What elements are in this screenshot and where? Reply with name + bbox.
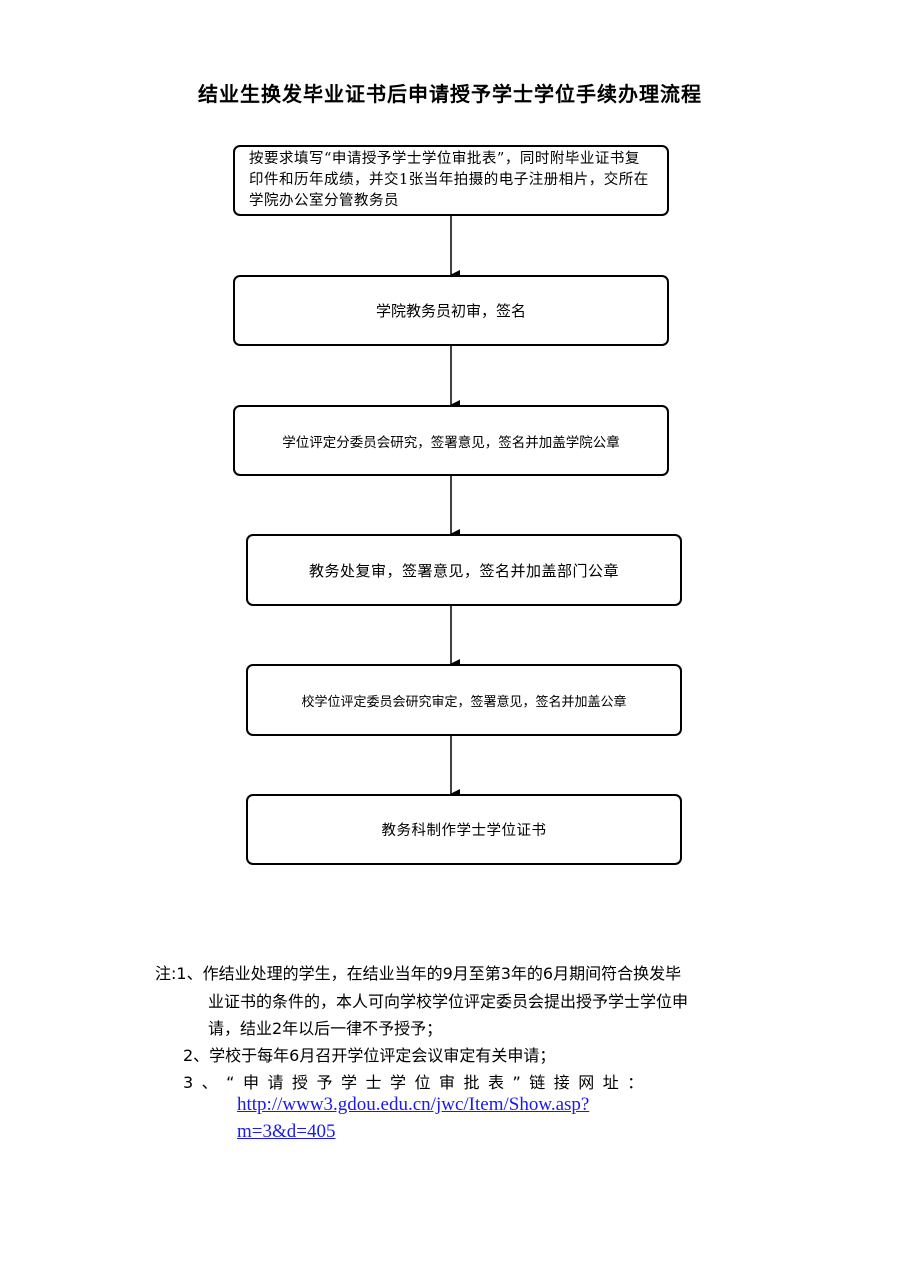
- note-3: 3、“申请授予学士学位审批表”链接网址：: [183, 1073, 652, 1092]
- note-1-line-3: 请，结业2年以后一律不予授予；: [208, 1019, 443, 1038]
- step-6-box: 教务科制作学士学位证书: [246, 794, 682, 865]
- step-4-box: 教务处复审，签署意见，签名并加盖部门公章: [246, 534, 682, 606]
- step-1-text: 按要求填写“申请授予学士学位审批表”，同时附毕业证书复印件和历年成绩，并交1张当…: [249, 151, 649, 209]
- step-5-box: 校学位评定委员会研究审定，签署意见，签名并加盖公章: [246, 664, 682, 736]
- step-1-box: 按要求填写“申请授予学士学位审批表”，同时附毕业证书复印件和历年成绩，并交1张当…: [233, 145, 669, 216]
- step-6-text: 教务科制作学士学位证书: [381, 823, 547, 839]
- note-2: 2、学校于每年6月召开学位评定会议审定有关申请；: [183, 1046, 556, 1065]
- step-5-text: 校学位评定委员会研究审定，签署意见，签名并加盖公章: [301, 694, 627, 710]
- step-2-box: 学院教务员初审，签名: [233, 275, 669, 346]
- note-1-line-1: 注:1、作结业处理的学生，在结业当年的9月至第3年的6月期间符合换发毕: [155, 964, 682, 983]
- form-link-line-2[interactable]: m=3&d=405: [237, 1121, 336, 1142]
- form-link-line-1[interactable]: http://www3.gdou.edu.cn/jwc/Item/Show.as…: [237, 1094, 590, 1115]
- step-2-text: 学院教务员初审，签名: [375, 302, 526, 320]
- note-1-line-2: 业证书的条件的，本人可向学校学位评定委员会提出授予学士学位申: [208, 992, 689, 1011]
- step-3-text: 学位评定分委员会研究，签署意见，签名并加盖学院公章: [282, 434, 620, 451]
- page-title: 结业生换发毕业证书后申请授予学士学位手续办理流程: [198, 82, 702, 106]
- step-3-box: 学位评定分委员会研究，签署意见，签名并加盖学院公章: [233, 405, 669, 476]
- step-4-text: 教务处复审，签署意见，签名并加盖部门公章: [308, 561, 619, 580]
